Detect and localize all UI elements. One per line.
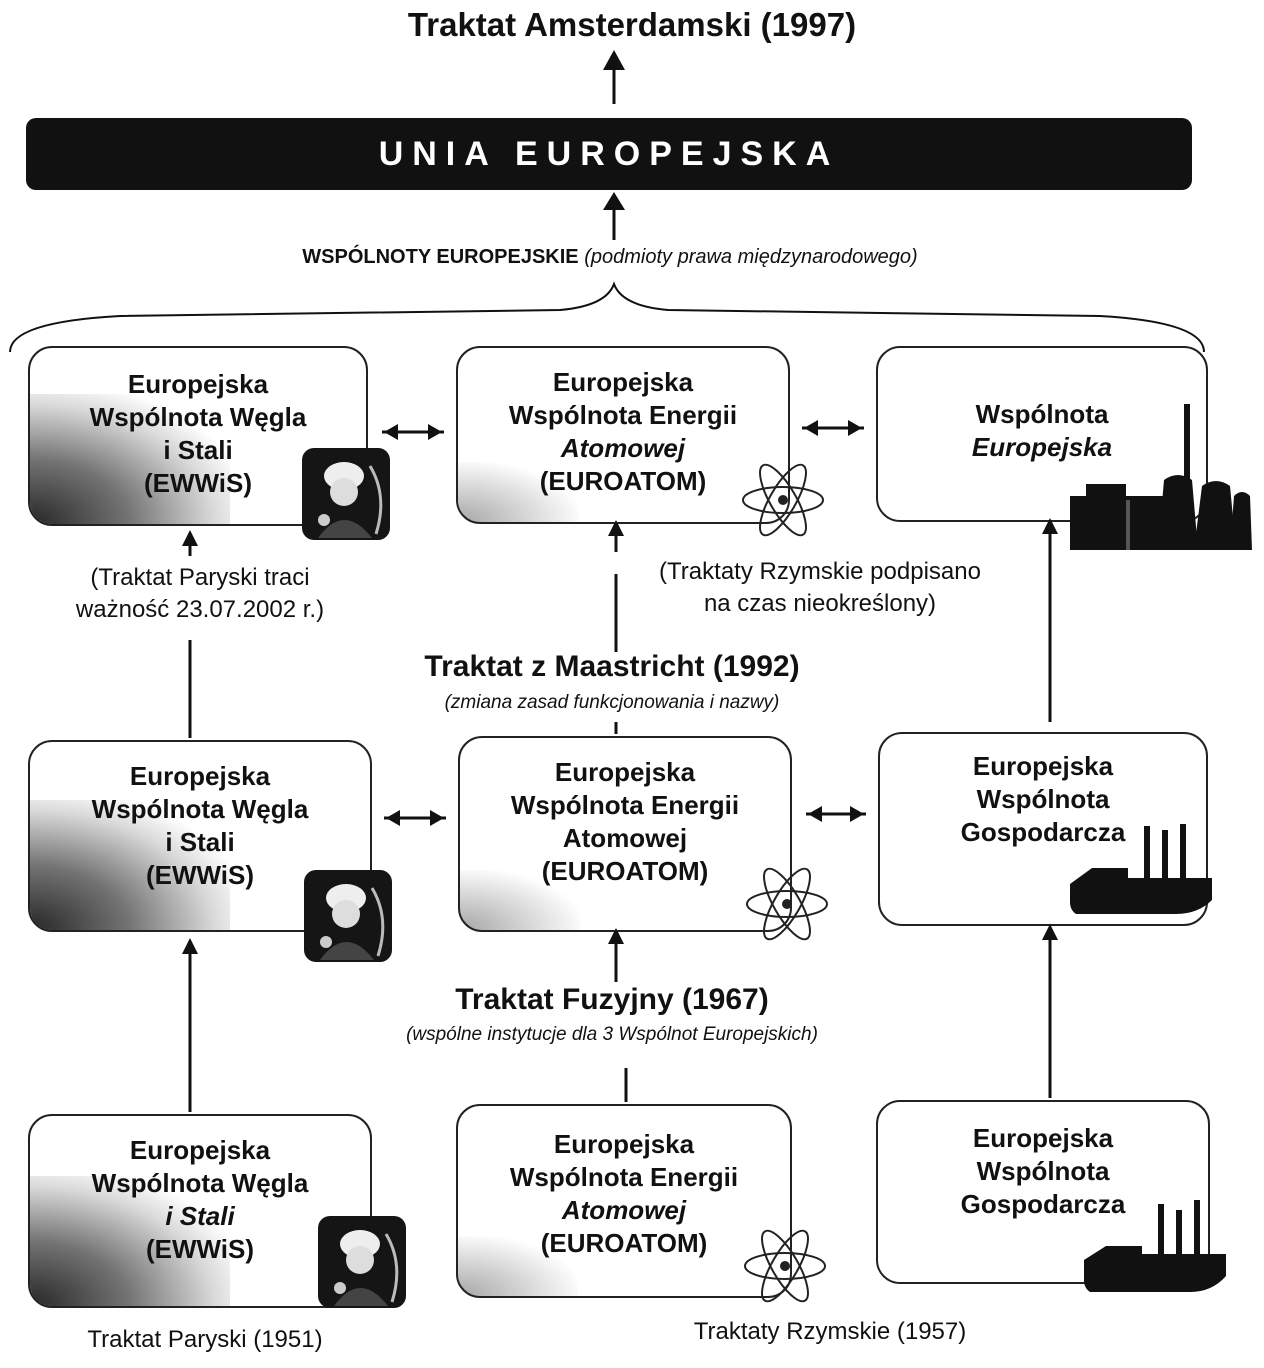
- box-top-ewwis-text: Europejska Wspólnota Węgla i Stali (EWWi…: [30, 368, 366, 500]
- box-top-we: Wspólnota Europejska: [876, 346, 1208, 522]
- shade-decoration: [30, 1176, 230, 1306]
- box-bot-ewg-text: Europejska Wspólnota Gospodarcza: [878, 1122, 1208, 1221]
- box-bot-euroatom-text: Europejska Wspólnota Energii Atomowej (E…: [458, 1128, 790, 1260]
- shade-decoration: [458, 462, 578, 522]
- line: Wspólnota: [976, 1156, 1110, 1186]
- line: (EUROATOM): [541, 856, 709, 886]
- line: Europejska: [972, 1123, 1114, 1153]
- box-mid-euroatom-text: Europejska Wspólnota Energii Atomowej (E…: [460, 756, 790, 888]
- maastricht-treaty-title: Traktat z Maastricht (1992): [424, 650, 800, 683]
- line: ważność 23.07.2002 r.): [75, 596, 325, 623]
- box-top-euroatom: Europejska Wspólnota Energii Atomowej (E…: [456, 346, 790, 524]
- line: Gospodarcza: [960, 817, 1126, 847]
- eu-banner-label: UNIA EUROPEJSKA: [378, 134, 840, 173]
- miner-worker-icon: [304, 870, 392, 962]
- line: (Traktaty Rzymskie podpisano: [659, 558, 981, 585]
- communities-label: WSPÓLNOTY EUROPEJSKIE (podmioty prawa mi…: [0, 246, 1220, 269]
- line: (EWWiS): [145, 1234, 255, 1264]
- line: Atomowej: [560, 433, 686, 463]
- atom-icon: [744, 1229, 826, 1303]
- line: Europejska: [972, 751, 1114, 781]
- factory-icon: [1084, 1200, 1226, 1292]
- box-top-we-text: Wspólnota Europejska: [878, 398, 1206, 464]
- line: Europejska: [552, 367, 694, 397]
- brace: [9, 281, 1205, 353]
- line: na czas nieokreślony): [703, 590, 937, 617]
- line: Europejska: [553, 1129, 695, 1159]
- fusion-treaty-subtitle: (wspólne instytucje dla 3 Wspólnot Europ…: [406, 1024, 818, 1045]
- line: Gospodarcza: [960, 1189, 1126, 1219]
- rome-indefinite-note: (Traktaty Rzymskie podpisano na czas nie…: [610, 556, 1030, 620]
- line: Wspólnota Węgla: [91, 794, 309, 824]
- paris-treaty-label: Traktat Paryski (1951): [87, 1326, 323, 1353]
- factory-icon: [1070, 824, 1212, 914]
- paris-expiry-note: (Traktat Paryski traci ważność 23.07.200…: [20, 562, 380, 626]
- line: Europejska: [971, 432, 1113, 462]
- atom-icon: [746, 867, 828, 941]
- box-top-euroatom-text: Europejska Wspólnota Energii Atomowej (E…: [458, 366, 788, 498]
- box-mid-euroatom: Europejska Wspólnota Energii Atomowej (E…: [458, 736, 792, 932]
- power-plant-icon: [1070, 404, 1252, 550]
- communities-label-italic: (podmioty prawa międzynarodowego): [584, 246, 918, 268]
- box-top-ewwis: Europejska Wspólnota Węgla i Stali (EWWi…: [28, 346, 368, 526]
- line: Wspólnota Węgla: [91, 1168, 309, 1198]
- line: (EUROATOM): [539, 466, 707, 496]
- miner-worker-icon: [302, 448, 390, 540]
- line: (EUROATOM): [540, 1228, 708, 1258]
- box-bot-ewwis-text: Europejska Wspólnota Węgla i Stali (EWWi…: [30, 1134, 370, 1266]
- box-bot-ewwis: Europejska Wspólnota Węgla i Stali (EWWi…: [28, 1114, 372, 1308]
- line: Wspólnota: [976, 784, 1110, 814]
- line: Atomowej: [561, 1195, 687, 1225]
- box-bot-ewg: Europejska Wspólnota Gospodarcza: [876, 1100, 1210, 1284]
- line: (EWWiS): [143, 468, 253, 498]
- maastricht-treaty-subtitle: (zmiana zasad funkcjonowania i nazwy): [444, 692, 780, 713]
- line: Atomowej: [562, 823, 688, 853]
- shade-decoration: [30, 800, 230, 930]
- box-mid-ewwis-text: Europejska Wspólnota Węgla i Stali (EWWi…: [30, 760, 370, 892]
- communities-label-bold: WSPÓLNOTY EUROPEJSKIE: [302, 246, 579, 268]
- fusion-treaty-title: Traktat Fuzyjny (1967): [455, 983, 769, 1016]
- line: (Traktat Paryski traci: [90, 564, 310, 591]
- eu-banner: UNIA EUROPEJSKA: [26, 118, 1192, 190]
- shade-decoration: [458, 1236, 578, 1296]
- line: Wspólnota Energii: [508, 400, 738, 430]
- line: Wspólnota Węgla: [89, 402, 307, 432]
- miner-worker-icon: [318, 1216, 406, 1308]
- amsterdam-treaty-title: Traktat Amsterdamski (1997): [407, 6, 857, 43]
- line: Wspólnota Energii: [509, 1162, 739, 1192]
- box-mid-ewg-text: Europejska Wspólnota Gospodarcza: [880, 750, 1206, 849]
- shade-decoration: [460, 870, 580, 930]
- shade-decoration: [30, 394, 230, 524]
- line: Europejska: [129, 1135, 271, 1165]
- line: Europejska: [129, 761, 271, 791]
- line: i Stali: [165, 1201, 235, 1231]
- rome-treaties-label: Traktaty Rzymskie (1957): [693, 1318, 967, 1345]
- line: i Stali: [163, 435, 233, 465]
- box-bot-euroatom: Europejska Wspólnota Energii Atomowej (E…: [456, 1104, 792, 1298]
- line: Europejska: [554, 757, 696, 787]
- line: (EWWiS): [145, 860, 255, 890]
- line: Wspólnota Energii: [510, 790, 740, 820]
- line: Wspólnota: [975, 399, 1109, 429]
- line: i Stali: [165, 827, 235, 857]
- line: Europejska: [127, 369, 269, 399]
- atom-icon: [742, 463, 824, 537]
